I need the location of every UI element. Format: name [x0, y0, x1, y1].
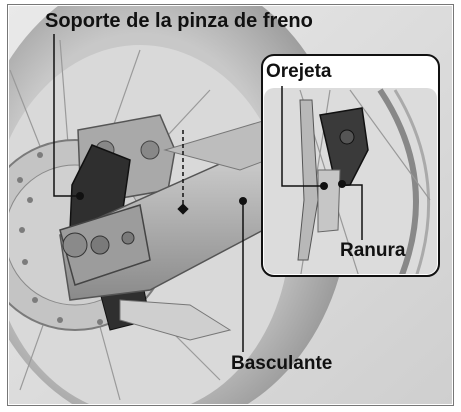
dashed-leader-diamond — [177, 203, 189, 215]
figure-frame — [7, 4, 454, 406]
tab-dot — [320, 182, 328, 190]
caliper-bracket-label: Soporte de la pinza de freno — [45, 10, 313, 32]
caliper-bracket-leader — [53, 34, 78, 197]
inset-swingarm-tab — [297, 99, 319, 261]
tab-label: Orejeta — [266, 61, 332, 82]
leader-lines — [53, 34, 244, 352]
swingarm-label: Basculante — [231, 353, 333, 374]
slot-label: Ranura — [340, 240, 406, 261]
tab-leader — [281, 86, 322, 187]
swingarm-dot — [239, 197, 247, 205]
detail-inset — [261, 54, 440, 277]
slot-leader — [342, 184, 363, 240]
caliper-bracket-dot — [76, 192, 84, 200]
slot-dot — [338, 180, 346, 188]
